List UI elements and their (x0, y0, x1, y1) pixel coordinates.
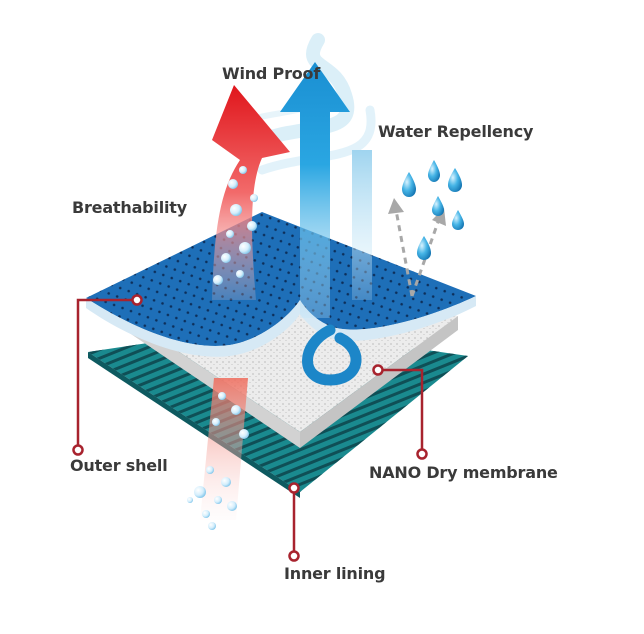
air-bubbles (187, 166, 258, 530)
wind-proof-arrow (280, 62, 350, 318)
callout-lines (76, 298, 424, 552)
nano-membrane-label: NANO Dry membrane (369, 463, 558, 482)
air-bubble-icon (239, 429, 249, 439)
air-bubble-icon (213, 275, 223, 285)
water-droplets (402, 160, 464, 260)
callout-dot-icon (288, 482, 300, 494)
air-bubble-icon (218, 392, 226, 400)
callout-line-nano-membrane (378, 368, 424, 450)
outer-shell-label: Outer shell (70, 456, 168, 475)
callout-dot-icon (372, 364, 384, 376)
air-bubble-icon (231, 405, 241, 415)
air-bubble-icon (247, 221, 257, 231)
arrowhead-icon (388, 198, 404, 214)
wind-proof-label: Wind Proof (222, 64, 321, 83)
air-bubble-icon (202, 510, 210, 518)
water-droplet-icon (417, 236, 431, 260)
air-bubble-icon (227, 501, 237, 511)
air-bubble-icon (194, 486, 206, 498)
water-droplet-icon (428, 160, 440, 182)
air-bubble-icon (239, 242, 251, 254)
water-repellency-arrows (394, 209, 440, 297)
water-droplet-icon (452, 210, 464, 230)
air-bubble-icon (214, 496, 222, 504)
water-droplet-icon (402, 172, 416, 197)
air-bubble-icon (221, 253, 231, 263)
air-bubble-icon (236, 270, 244, 278)
breathability-arrow (212, 85, 290, 300)
water-repellency-label: Water Repellency (378, 122, 534, 141)
air-bubble-icon (228, 179, 238, 189)
air-bubble-icon (206, 466, 214, 474)
callout-dots (72, 294, 428, 562)
outer-shell-layer (86, 212, 476, 357)
breathability-label: Breathability (72, 198, 187, 217)
callout-dot-icon (416, 448, 428, 460)
callout-dot-icon (131, 294, 143, 306)
callout-dot-icon (72, 444, 84, 456)
water-droplet-icon (448, 168, 462, 192)
air-bubble-icon (239, 166, 247, 174)
air-bubble-icon (221, 477, 231, 487)
air-bubble-icon (187, 497, 193, 503)
inner-lining-label: Inner lining (284, 564, 386, 583)
callout-line-outer-shell (76, 298, 137, 446)
air-bubble-icon (212, 418, 220, 426)
callout-dot-icon (288, 550, 300, 562)
wind-flow-arrow (352, 150, 372, 300)
water-droplet-icon (432, 196, 444, 216)
air-bubble-icon (208, 522, 216, 530)
air-bubble-icon (230, 204, 242, 216)
wind-curl (302, 324, 362, 386)
air-bubble-icon (226, 230, 234, 238)
air-bubble-icon (250, 194, 258, 202)
